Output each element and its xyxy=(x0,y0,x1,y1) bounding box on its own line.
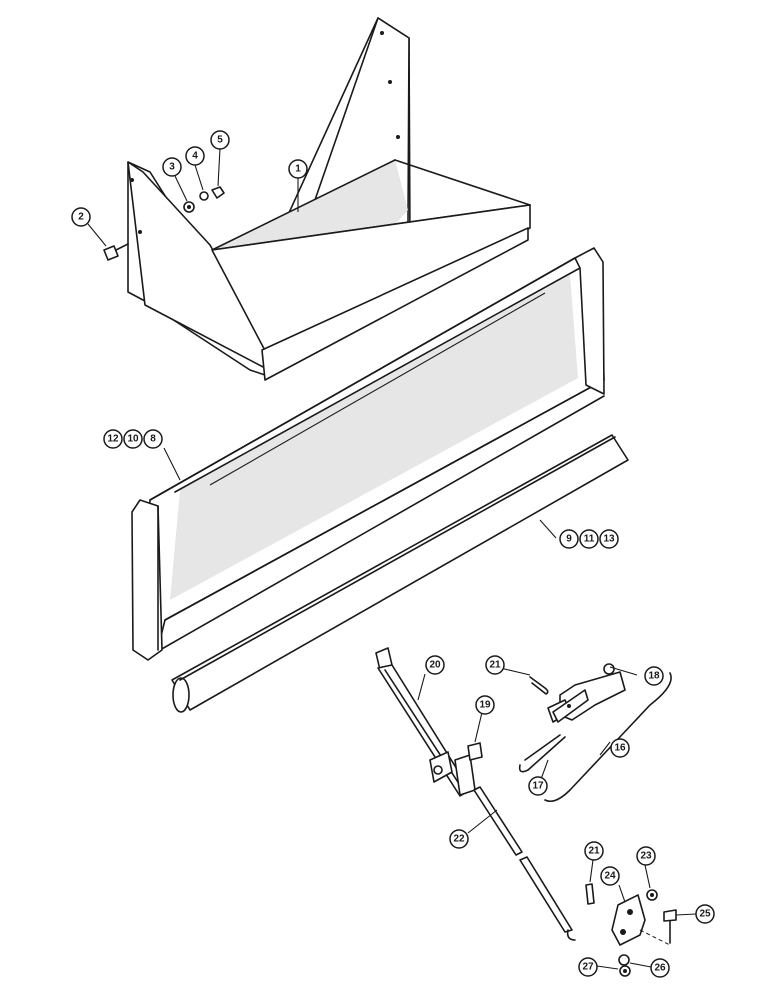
callout-18: 18 xyxy=(644,666,664,686)
svg-text:2: 2 xyxy=(78,212,84,223)
svg-text:3: 3 xyxy=(169,162,175,173)
svg-text:23: 23 xyxy=(640,851,652,862)
svg-text:1: 1 xyxy=(295,164,301,175)
callout-23: 23 xyxy=(636,846,656,866)
svg-text:24: 24 xyxy=(604,871,616,882)
svg-text:19: 19 xyxy=(479,700,491,711)
svg-text:17: 17 xyxy=(532,781,544,792)
callout-20: 20 xyxy=(425,655,445,675)
svg-text:12: 12 xyxy=(107,434,119,445)
callout-26: 26 xyxy=(650,958,670,978)
callout-11: 11 xyxy=(579,529,599,549)
nut-part-23 xyxy=(646,889,658,901)
callout-3: 3 xyxy=(162,157,182,177)
callout-4: 4 xyxy=(185,146,205,166)
callout-27: 27 xyxy=(578,957,598,977)
svg-text:16: 16 xyxy=(614,743,626,754)
svg-text:10: 10 xyxy=(127,434,139,445)
svg-text:8: 8 xyxy=(150,434,156,445)
svg-text:21: 21 xyxy=(588,846,600,857)
svg-text:11: 11 xyxy=(584,534,595,545)
svg-text:9: 9 xyxy=(566,534,572,545)
hardware-parts-26-27 xyxy=(618,954,631,977)
latch-assembly xyxy=(518,663,672,803)
callout-21-lower: 21 xyxy=(584,841,604,861)
bracket-part-24 xyxy=(611,894,646,946)
cotter-pin-part-21-lower xyxy=(585,883,595,905)
svg-text:25: 25 xyxy=(699,909,711,920)
svg-text:21: 21 xyxy=(489,660,501,671)
hardware-parts-3-4-5 xyxy=(183,186,225,213)
callout-21-upper: 21 xyxy=(485,655,505,675)
svg-text:18: 18 xyxy=(648,671,660,682)
callout-2: 2 xyxy=(71,207,91,227)
callout-19: 19 xyxy=(475,695,495,715)
callout-17: 17 xyxy=(528,776,548,796)
callout-10: 10 xyxy=(123,429,143,449)
svg-text:27: 27 xyxy=(582,962,594,973)
mounting-frame xyxy=(127,17,531,381)
callout-24: 24 xyxy=(600,866,620,886)
moldboard-blade xyxy=(131,247,605,661)
callout-22: 22 xyxy=(449,829,469,849)
callout-13: 13 xyxy=(599,529,619,549)
bolt-part-25 xyxy=(639,909,677,946)
svg-text:13: 13 xyxy=(603,534,615,545)
callout-1: 1 xyxy=(288,159,308,179)
callout-8: 8 xyxy=(143,429,163,449)
angle-rod-part-20 xyxy=(375,647,476,797)
callout-12: 12 xyxy=(103,429,123,449)
callout-16: 16 xyxy=(610,738,630,758)
svg-text:26: 26 xyxy=(654,963,666,974)
callout-25: 25 xyxy=(695,904,715,924)
bolt-part-2 xyxy=(103,243,129,261)
svg-text:20: 20 xyxy=(429,660,441,671)
callout-5: 5 xyxy=(210,130,230,150)
cutting-edge xyxy=(171,434,629,713)
svg-text:22: 22 xyxy=(453,834,465,845)
svg-text:4: 4 xyxy=(192,151,198,162)
callout-9: 9 xyxy=(559,529,579,549)
svg-text:5: 5 xyxy=(217,135,223,146)
rod-part-22 xyxy=(473,786,576,941)
nut-part-19 xyxy=(467,742,483,761)
